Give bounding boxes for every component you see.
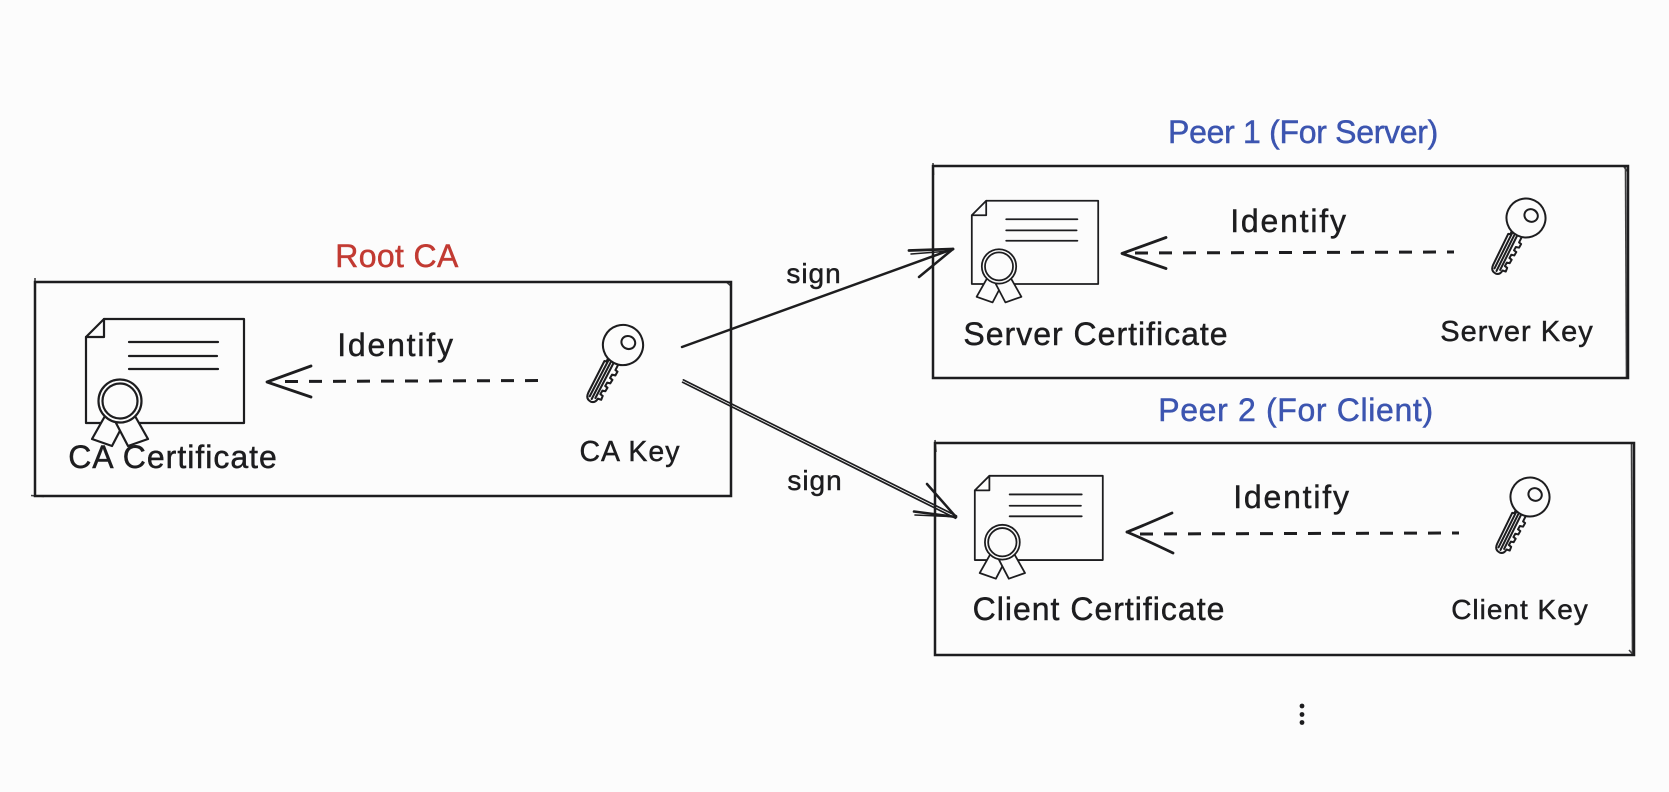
svg-text:Peer 2 (For Client): Peer 2 (For Client)	[1158, 392, 1434, 428]
svg-text:Server Key: Server Key	[1440, 316, 1593, 348]
svg-text:Identify: Identify	[1233, 479, 1351, 515]
svg-text:Identify: Identify	[1230, 203, 1348, 239]
svg-text:Peer 1 (For Server): Peer 1 (For Server)	[1168, 114, 1438, 150]
svg-text:sign: sign	[786, 258, 841, 289]
svg-text:Client Key: Client Key	[1451, 594, 1589, 625]
svg-text:CA Key: CA Key	[579, 436, 680, 468]
svg-text:sign: sign	[787, 465, 842, 496]
svg-text:Identify: Identify	[337, 327, 455, 363]
svg-text:Client Certificate: Client Certificate	[973, 591, 1226, 627]
svg-text:CA Certificate: CA Certificate	[68, 439, 278, 475]
svg-text:Root CA: Root CA	[335, 238, 459, 274]
svg-text:Server Certificate: Server Certificate	[963, 316, 1228, 352]
